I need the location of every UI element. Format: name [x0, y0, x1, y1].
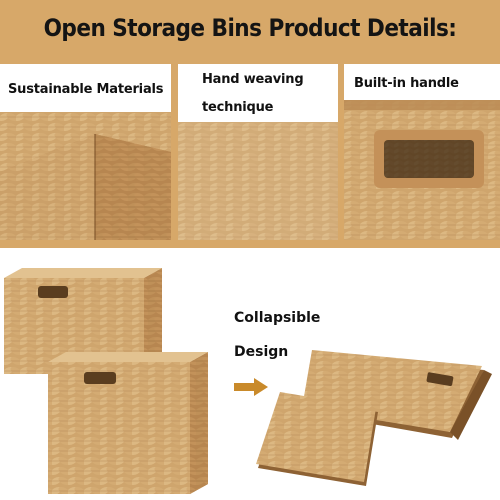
- right-arrow-icon: [234, 378, 268, 396]
- detail-card-weaving: Hand weaving technique: [178, 64, 338, 240]
- stacked-bins-photo: [4, 266, 210, 494]
- collapsed-panels-photo: [252, 340, 498, 495]
- detail-card-materials: Sustainable Materials: [0, 64, 171, 240]
- feature-label-line2: Design: [234, 344, 289, 360]
- detail-caption-weaving-line1: Hand weaving: [202, 72, 304, 87]
- page-title: Open Storage Bins Product Details:: [43, 14, 457, 42]
- feature-label-line1: Collapsible: [234, 310, 321, 326]
- detail-caption-handle: Built-in handle: [354, 76, 459, 91]
- detail-caption-materials: Sustainable Materials: [8, 82, 164, 97]
- handle-closeup-photo: [344, 100, 500, 240]
- weave-closeup-photo: [178, 122, 338, 240]
- detail-caption-weaving-line2: technique: [202, 100, 274, 115]
- weave-corner-photo: [0, 112, 171, 240]
- detail-card-handle: Built-in handle: [344, 64, 500, 240]
